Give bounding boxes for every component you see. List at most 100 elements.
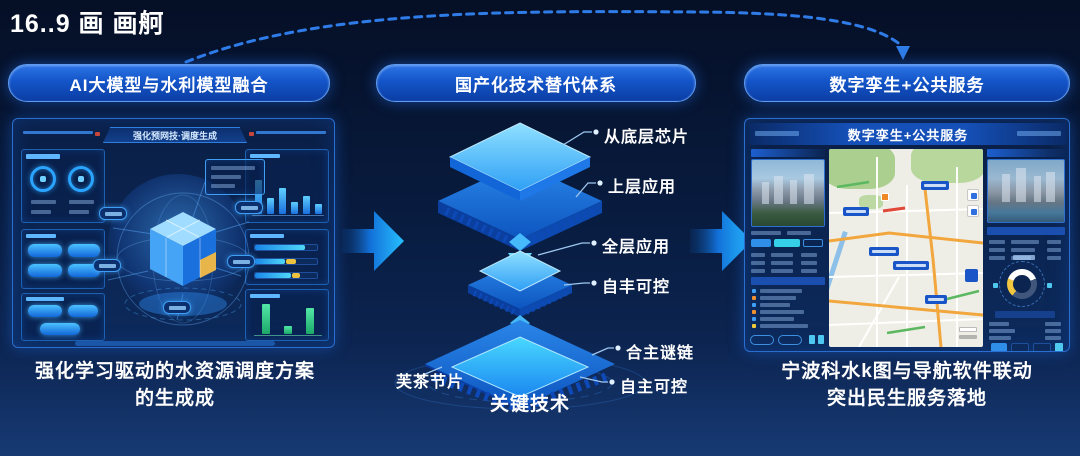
button-panel xyxy=(21,229,105,289)
input-progress xyxy=(774,239,800,247)
panel-title-bar xyxy=(250,234,284,238)
frame-accent-red xyxy=(95,132,100,136)
map-poi-orange xyxy=(881,193,889,201)
chart-bar-green xyxy=(306,308,314,334)
dashboard-button xyxy=(68,244,100,257)
text-bar xyxy=(211,175,241,179)
left-dashboard-screenshot: 强化预网技·调度生成 xyxy=(12,118,335,348)
header-deco xyxy=(1017,131,1061,136)
frame-line xyxy=(256,131,326,134)
chart-axis xyxy=(252,215,324,216)
map-attribution xyxy=(959,335,977,339)
dashboard-header-bar: 数字孪生+公共服务 xyxy=(749,123,1067,145)
panel-title-bar xyxy=(26,154,60,159)
chip-label-1: 上层应用 xyxy=(608,179,677,196)
footer-button xyxy=(778,335,802,345)
chart-bar xyxy=(255,180,262,214)
chart-bar xyxy=(291,202,298,214)
dashboard-title-bar: 强化预网技·调度生成 xyxy=(103,127,247,143)
map-route-label xyxy=(869,247,899,256)
graph-node xyxy=(93,259,121,272)
sidebar-section-strip xyxy=(751,149,825,157)
sidebar-section-strip xyxy=(987,149,1065,157)
page-title: 16..9 画 画舸 xyxy=(10,10,165,38)
city-photo-left xyxy=(751,159,825,227)
chip-label-3: 自丰可控 xyxy=(602,279,671,296)
panel-header-left: AI大模型与水利模型融合 xyxy=(8,64,330,102)
gauge-ring xyxy=(30,166,56,192)
text-bar xyxy=(69,200,94,204)
map-layer-button xyxy=(967,205,979,217)
caption-left-line2: 的生成成 xyxy=(134,388,215,409)
panel-title-bar xyxy=(250,154,280,158)
location-icon xyxy=(818,335,824,344)
dashboard-button xyxy=(28,244,62,257)
panel-header-right: 数字孪生+公共服务 xyxy=(744,64,1070,102)
dashboard-button xyxy=(68,305,98,317)
chip-stack-diagram xyxy=(394,122,646,410)
panel-title-bar xyxy=(250,294,280,298)
text-bar xyxy=(31,210,51,214)
panel-header-middle: 国产化技术替代体系 xyxy=(376,64,696,102)
gauge-label xyxy=(1013,255,1035,260)
key-technology-label: 关键技术 xyxy=(489,394,570,415)
caption-left-line1: 强化学习驱动的水资源调度方案 xyxy=(34,361,315,382)
button-panel-2 xyxy=(21,293,105,341)
map-scale xyxy=(959,327,977,332)
map-roads xyxy=(829,157,983,347)
map-park xyxy=(911,149,983,183)
phone-icon xyxy=(809,335,815,344)
chart-bar xyxy=(267,198,274,214)
map-route-label xyxy=(893,261,929,270)
dashboard-header-title: 数字孪生+公共服务 xyxy=(847,127,969,143)
footer-icon xyxy=(1055,343,1063,351)
footer-button xyxy=(1011,343,1029,351)
callout-box xyxy=(205,159,265,195)
panel-header-middle-label: 国产化技术替代体系 xyxy=(455,75,617,95)
text-bar xyxy=(211,184,235,188)
graph-node xyxy=(235,201,263,214)
dashboard-button xyxy=(28,264,62,277)
dashboard-button xyxy=(68,264,100,277)
frame-line xyxy=(23,131,93,134)
map-route-label xyxy=(843,207,869,216)
right-dashboard-screenshot: 数字孪生+公共服务 xyxy=(744,118,1070,352)
chart-bar xyxy=(279,188,286,214)
sidebar-section-strip xyxy=(987,227,1065,235)
footer-button xyxy=(1033,343,1051,351)
chip-label-2: 全层应用 xyxy=(602,239,671,256)
text-bar xyxy=(211,166,255,170)
caption-right-line2: 突出民生服务落地 xyxy=(826,388,987,409)
progress-panel xyxy=(245,229,329,285)
big-arrow-right xyxy=(690,211,752,271)
input-outline xyxy=(803,239,823,247)
frame-bottom-bar xyxy=(75,341,275,346)
gauge-ring-chart xyxy=(1007,269,1037,299)
caption-right-line1: 宁波科水k图与导航软件联动 xyxy=(781,361,1033,382)
graph-node xyxy=(99,207,127,220)
graph-node xyxy=(163,301,191,314)
dashboard-button xyxy=(40,323,80,335)
footer-button-active xyxy=(991,343,1007,351)
chip-label-5: 自主可控 xyxy=(620,379,689,396)
chip-left-label: 芙茶节片 xyxy=(396,374,465,391)
text-bar xyxy=(69,210,89,214)
gauge-tick-right xyxy=(1047,283,1052,288)
text-bar xyxy=(751,231,781,235)
text-bar xyxy=(787,231,811,235)
chart-axis xyxy=(254,335,322,336)
text-bar xyxy=(31,200,56,204)
city-photo-right xyxy=(987,159,1065,223)
table-header-strip xyxy=(995,311,1055,318)
input-chip xyxy=(751,239,771,247)
map-locate-button xyxy=(965,269,978,282)
sidebar-section-strip xyxy=(751,277,825,285)
gauge-panel xyxy=(21,149,105,223)
chart-bar xyxy=(303,196,310,214)
chart-bar xyxy=(315,204,322,214)
city-map xyxy=(829,149,983,347)
caption-right: 宁波科水k图与导航软件联动 突出民生服务落地 xyxy=(742,358,1072,412)
caption-left: 强化学习驱动的水资源调度方案 的生成成 xyxy=(10,358,340,412)
map-route-label xyxy=(925,295,947,304)
chip-label-4: 合主谜链 xyxy=(626,345,695,362)
